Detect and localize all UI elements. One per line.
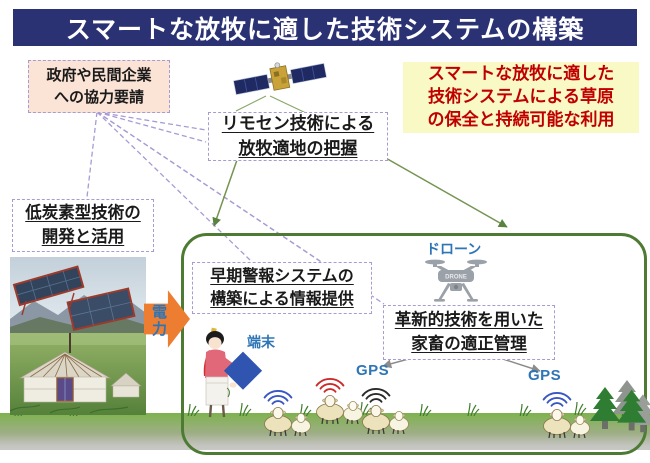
gps-label-right: GPS — [528, 367, 562, 384]
cooperation-request-box: 政府や民間企業 への協力要請 — [28, 60, 170, 113]
solar-panels-and-yurt-photo — [10, 257, 146, 415]
goal-line: スマートな放牧に適した — [427, 64, 615, 84]
cooperation-line: 政府や民間企業 — [46, 66, 152, 84]
goal-box: スマートな放牧に適した 技術システムによる草原 の保全と持続可能な利用 — [403, 62, 639, 133]
drone-body-text: DRONE — [445, 275, 467, 281]
livestock-management-box: 革新的技術を用いた 家畜の適正管理 — [383, 305, 555, 360]
remote-sensing-line: 放牧適地の把握 — [238, 138, 358, 158]
goal-line: の保全と持続可能な利用 — [427, 109, 615, 129]
early-warning-line: 構築による情報提供 — [210, 291, 354, 308]
page-title: スマートな放牧に適した技術システムの構築 — [13, 9, 637, 46]
pasture-area-frame — [181, 233, 647, 455]
remote-sensing-line: リモセン技術による — [221, 113, 375, 133]
herder-with-tablet-icon — [203, 327, 263, 418]
page-title-text: スマートな放牧に適した技術システムの構築 — [65, 15, 585, 44]
terminal-label: 端末 — [247, 334, 275, 350]
power-label: 電力 — [150, 304, 167, 338]
drone-label: ドローン — [426, 241, 482, 257]
goal-line: 技術システムによる草原 — [428, 87, 614, 107]
early-warning-box: 早期警報システムの 構築による情報提供 — [192, 262, 372, 314]
sheep-group-black-signal — [361, 388, 410, 434]
sheep-group-gps-right — [542, 392, 591, 438]
low-carbon-box: 低炭素型技術の 開発と活用 — [12, 199, 154, 252]
livestock-line: 革新的技術を用いた — [394, 310, 544, 329]
early-warning-line: 早期警報システムの — [210, 267, 354, 285]
sheep-group-blue-signal — [263, 390, 312, 436]
gps-label-center: GPS — [356, 362, 390, 379]
pine-trees-icon — [590, 380, 650, 433]
satellite-icon — [233, 62, 327, 96]
low-carbon-line: 開発と活用 — [41, 227, 125, 246]
remote-sensing-box: リモセン技術による 放牧適地の把握 — [208, 112, 388, 161]
cooperation-line: への協力要請 — [53, 88, 144, 106]
sheep-group-red-signal — [315, 378, 364, 424]
low-carbon-line: 低炭素型技術の — [25, 203, 141, 222]
drone-icon: DRONE — [425, 259, 487, 302]
livestock-line: 家畜の適正管理 — [411, 334, 527, 353]
